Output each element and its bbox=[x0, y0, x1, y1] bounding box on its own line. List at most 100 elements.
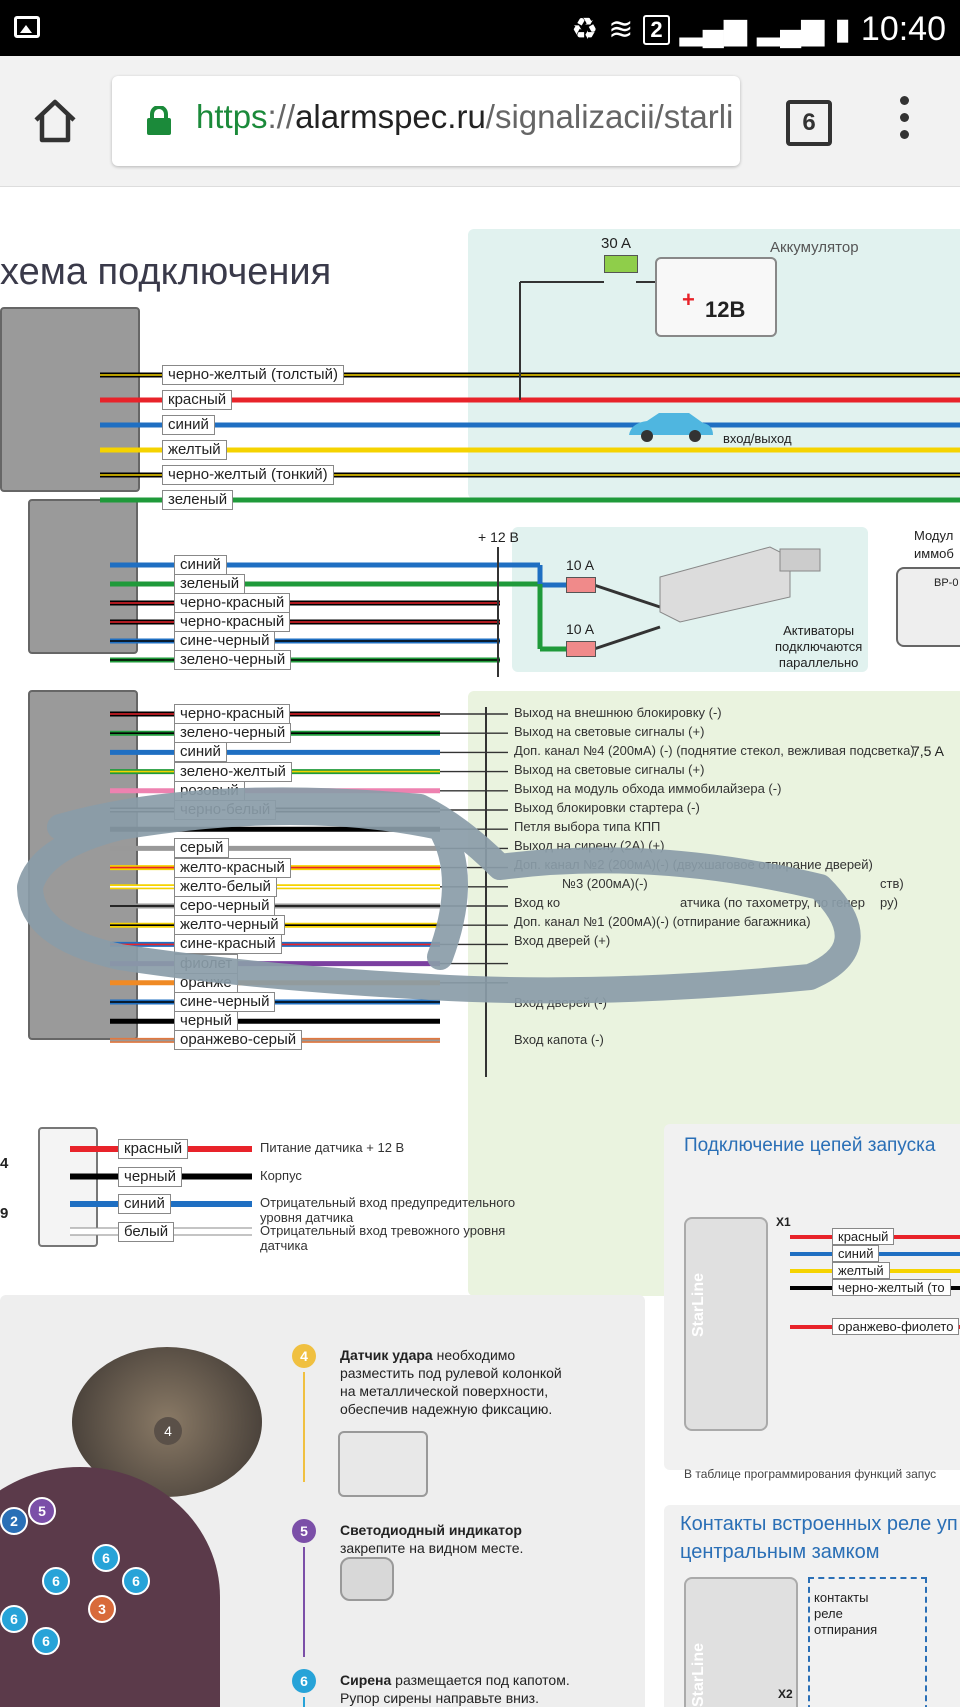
shock-sensor-image bbox=[338, 1431, 428, 1497]
sensor-wire-label: белый bbox=[118, 1221, 175, 1242]
install-step-line bbox=[303, 1547, 305, 1657]
car-io-label: вход/выход bbox=[723, 431, 792, 446]
start-wire-label: синий bbox=[832, 1245, 880, 1262]
signal-description: Вход дверей (+) bbox=[514, 933, 611, 948]
top-wire-label: синий bbox=[162, 415, 215, 435]
module-text: Модул иммоб bbox=[914, 527, 954, 563]
car-icon bbox=[629, 413, 713, 442]
url-path: /signalizacii/starli bbox=[485, 98, 734, 135]
module-text-line: иммоб bbox=[914, 546, 954, 561]
start-wire-label: желтый bbox=[832, 1262, 890, 1279]
actuator-lead bbox=[593, 625, 661, 651]
starline-brand: StarLine bbox=[690, 1272, 707, 1337]
main-wire-label: сине-красный bbox=[174, 934, 282, 955]
signal-description: Выход на внешнюю блокировку (-) bbox=[514, 705, 722, 720]
fuse-30a-label: 30 A bbox=[601, 235, 632, 252]
top-wire-label: зеленый bbox=[162, 490, 234, 510]
car-location-marker: 6 bbox=[42, 1567, 70, 1595]
signal-description: ру) bbox=[880, 895, 898, 910]
top-wire-label: желтый bbox=[162, 440, 227, 460]
main-wire-label: черно-красный bbox=[174, 704, 291, 724]
car-location-marker: 2 bbox=[0, 1507, 28, 1535]
starline-relay-brand: StarLine bbox=[690, 1642, 707, 1707]
relay-contact-line: отпирания bbox=[814, 1622, 878, 1637]
car-location-marker: 5 bbox=[28, 1497, 56, 1525]
connector-x1: X1 bbox=[776, 1215, 791, 1229]
install-step-line-text: Рупор сирены направьте вниз. bbox=[340, 1690, 539, 1706]
main-wire-label: черный bbox=[174, 1011, 238, 1032]
start-panel-footer: В таблице программирования функций запус bbox=[684, 1467, 937, 1481]
sensor-pin-9: 9 bbox=[0, 1205, 9, 1222]
mid-wire-label: зелено-черный bbox=[174, 650, 292, 670]
sensor-wire-description: Отрицательный вход тревожного уровня дат… bbox=[260, 1222, 506, 1253]
install-step-number: 6 bbox=[292, 1669, 316, 1693]
car-location-marker: 6 bbox=[122, 1567, 150, 1595]
immobilizer-module bbox=[896, 567, 960, 647]
fuse-10a-label-2: 10 A bbox=[566, 621, 595, 637]
starline-relay-unit bbox=[684, 1577, 798, 1707]
mid-wire-label: сине-черный bbox=[174, 631, 276, 651]
start-wire-label: красный bbox=[832, 1228, 895, 1245]
overflow-menu-icon[interactable] bbox=[898, 96, 910, 146]
sensor-wire-description: Питание датчика + 12 В bbox=[260, 1140, 405, 1155]
sensor-pin-4: 4 bbox=[0, 1155, 9, 1172]
relay-contact-line: контакты bbox=[814, 1590, 869, 1605]
fuse-10a-icon-2 bbox=[566, 641, 596, 657]
sensor-wire-label: красный bbox=[118, 1139, 189, 1159]
fuse-30a-icon bbox=[604, 255, 638, 273]
sim-indicator: 2 bbox=[643, 14, 670, 45]
plus12-label: + 12 В bbox=[478, 529, 519, 545]
led-indicator-image bbox=[340, 1557, 394, 1601]
install-step-number: 4 bbox=[292, 1344, 316, 1368]
top-wire-label: черно-желтый (тонкий) bbox=[162, 465, 334, 485]
status-bar: ♻ ≋ 2 ▂▄▆ ▂▄▆ ▮ 10:40 bbox=[0, 0, 960, 56]
relay-contact-label: контакты реле отпирания bbox=[814, 1590, 877, 1638]
module-text-line: Модул bbox=[914, 528, 954, 543]
start-wire-label: черно-желтый (то bbox=[832, 1279, 951, 1296]
car-location-marker: 6 bbox=[0, 1605, 28, 1633]
install-step-line bbox=[303, 1372, 305, 1482]
module-code: BP-0 bbox=[934, 577, 959, 589]
actuator-icon bbox=[659, 546, 821, 623]
signal-description: Выход на световые сигналы (+) bbox=[514, 724, 705, 739]
install-step-line-text: на металлической поверхности, bbox=[340, 1383, 549, 1399]
signal-description: Выход на модуль обхода иммобилайзера (-) bbox=[514, 781, 782, 796]
battery-icon bbox=[655, 257, 777, 337]
signal-description: Вход ко bbox=[514, 895, 561, 910]
lock-icon bbox=[147, 106, 171, 135]
car-location-marker: 3 bbox=[88, 1595, 116, 1623]
recycle-icon: ♻ bbox=[571, 13, 599, 46]
url-text[interactable]: https://alarmspec.ru/signalizacii/starli bbox=[196, 98, 733, 136]
start-panel-title: Подключение цепей запуска bbox=[684, 1135, 936, 1156]
diagram-title: хема подключения bbox=[0, 251, 332, 293]
url-scheme: https bbox=[196, 98, 268, 135]
connector-x2: X2 bbox=[778, 1687, 793, 1701]
main-wire-label: желто-черный bbox=[174, 915, 285, 936]
address-bar[interactable]: https://alarmspec.ru/signalizacii/starli bbox=[112, 76, 740, 166]
sensor-wire-label: синий bbox=[118, 1194, 171, 1214]
tab-switcher-button[interactable]: 6 bbox=[786, 100, 832, 146]
car-location-marker: 6 bbox=[32, 1627, 60, 1655]
install-step-text: Сирена размещается под капотом.Рупор сир… bbox=[340, 1671, 640, 1707]
photo-marker: 4 bbox=[154, 1417, 182, 1445]
fuse-75a-label: 7,5 A bbox=[912, 743, 944, 759]
install-step-line-text: необходимо bbox=[432, 1347, 516, 1363]
actuator-lead bbox=[593, 583, 661, 609]
signal-description: Доп. канал №4 (200мА) (-) (поднятие стек… bbox=[514, 743, 915, 758]
signal-description: Вход капота (-) bbox=[514, 1032, 604, 1047]
car-location-marker: 6 bbox=[92, 1544, 120, 1572]
signal-icon-2: ▂▄▆ bbox=[756, 13, 825, 46]
main-wire-label: оранжево-серый bbox=[174, 1030, 303, 1051]
home-icon[interactable] bbox=[30, 96, 80, 146]
battery-icon: ▮ bbox=[834, 13, 851, 46]
main-wire-label: зелено-желтый bbox=[174, 761, 292, 782]
fuse-10a-label-1: 10 A bbox=[566, 557, 595, 573]
relay-panel-title: Контакты встроенных реле уп bbox=[680, 1513, 958, 1535]
hand-scribble bbox=[17, 787, 861, 1004]
actuator-text-line: Активаторы bbox=[783, 623, 855, 638]
url-separator: :// bbox=[267, 98, 296, 135]
browser-toolbar: https://alarmspec.ru/signalizacii/starli… bbox=[0, 56, 960, 187]
fuse-10a-icon-1 bbox=[566, 577, 596, 593]
top-wire-label: красный bbox=[162, 390, 233, 410]
